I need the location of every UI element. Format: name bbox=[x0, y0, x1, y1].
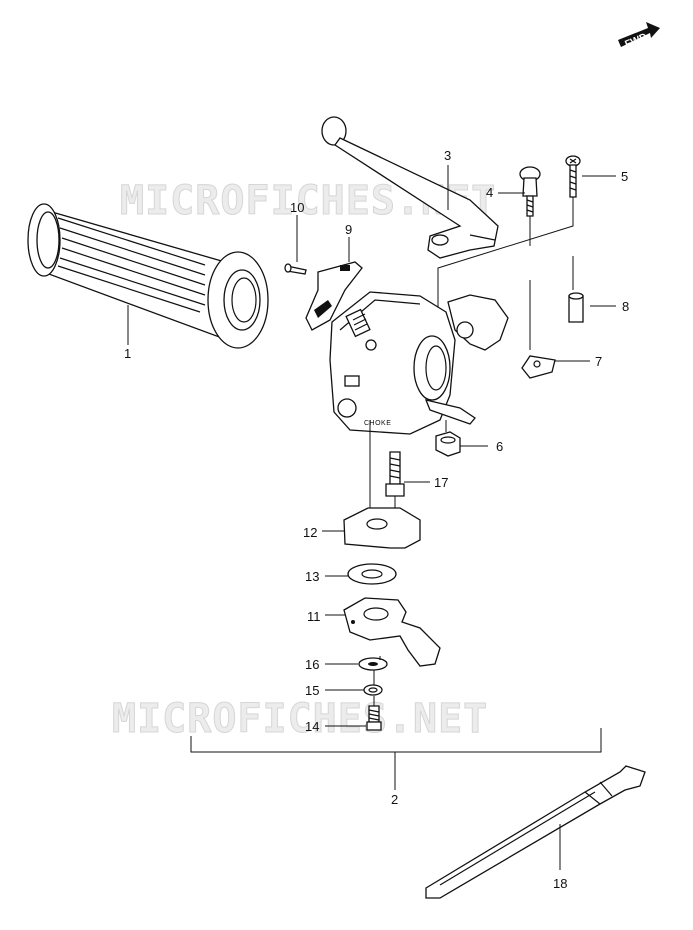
callout-17: 17 bbox=[434, 475, 448, 490]
plate-part bbox=[521, 355, 556, 379]
callout-9: 9 bbox=[345, 222, 352, 237]
grip-part bbox=[27, 203, 269, 349]
fwd-arrow-icon: FWD bbox=[618, 22, 660, 50]
screw-part bbox=[519, 166, 541, 217]
callout-6: 6 bbox=[496, 439, 503, 454]
callout-3: 3 bbox=[444, 148, 451, 163]
lower-housing-part bbox=[343, 507, 421, 549]
washer-part bbox=[358, 657, 388, 671]
screw-part bbox=[366, 705, 382, 731]
callout-5: 5 bbox=[621, 169, 628, 184]
callout-4: 4 bbox=[486, 185, 493, 200]
callout-8: 8 bbox=[622, 299, 629, 314]
choke-label: CHOKE bbox=[364, 420, 391, 427]
small-screw-part bbox=[284, 263, 307, 275]
callout-14: 14 bbox=[305, 719, 319, 734]
switch-housing-part: CHOKE bbox=[329, 291, 509, 435]
lever-part bbox=[321, 116, 499, 259]
lock-washer-part bbox=[363, 684, 383, 696]
callout-10: 10 bbox=[290, 200, 304, 215]
nut-part bbox=[435, 431, 461, 457]
leader-lines bbox=[127, 165, 616, 870]
callout-2: 2 bbox=[391, 792, 398, 807]
collar-part bbox=[568, 292, 584, 323]
assembly-bracket bbox=[190, 728, 602, 790]
cable-tie-part bbox=[425, 765, 646, 899]
switch-body-part bbox=[343, 597, 441, 667]
bolt-part bbox=[385, 451, 405, 497]
watermark-bottom: MICROFICHES.NET bbox=[112, 696, 488, 742]
switch-knob-part bbox=[305, 261, 363, 331]
callout-16: 16 bbox=[305, 657, 319, 672]
callout-11: 11 bbox=[307, 609, 321, 624]
callout-7: 7 bbox=[595, 354, 602, 369]
washer-part bbox=[347, 563, 397, 585]
callout-12: 12 bbox=[303, 525, 317, 540]
callout-18: 18 bbox=[553, 876, 567, 891]
callout-15: 15 bbox=[305, 683, 319, 698]
screw-part bbox=[565, 155, 581, 198]
fwd-badge-text: FWD bbox=[623, 32, 648, 51]
callout-1: 1 bbox=[124, 346, 131, 361]
callout-13: 13 bbox=[305, 569, 319, 584]
